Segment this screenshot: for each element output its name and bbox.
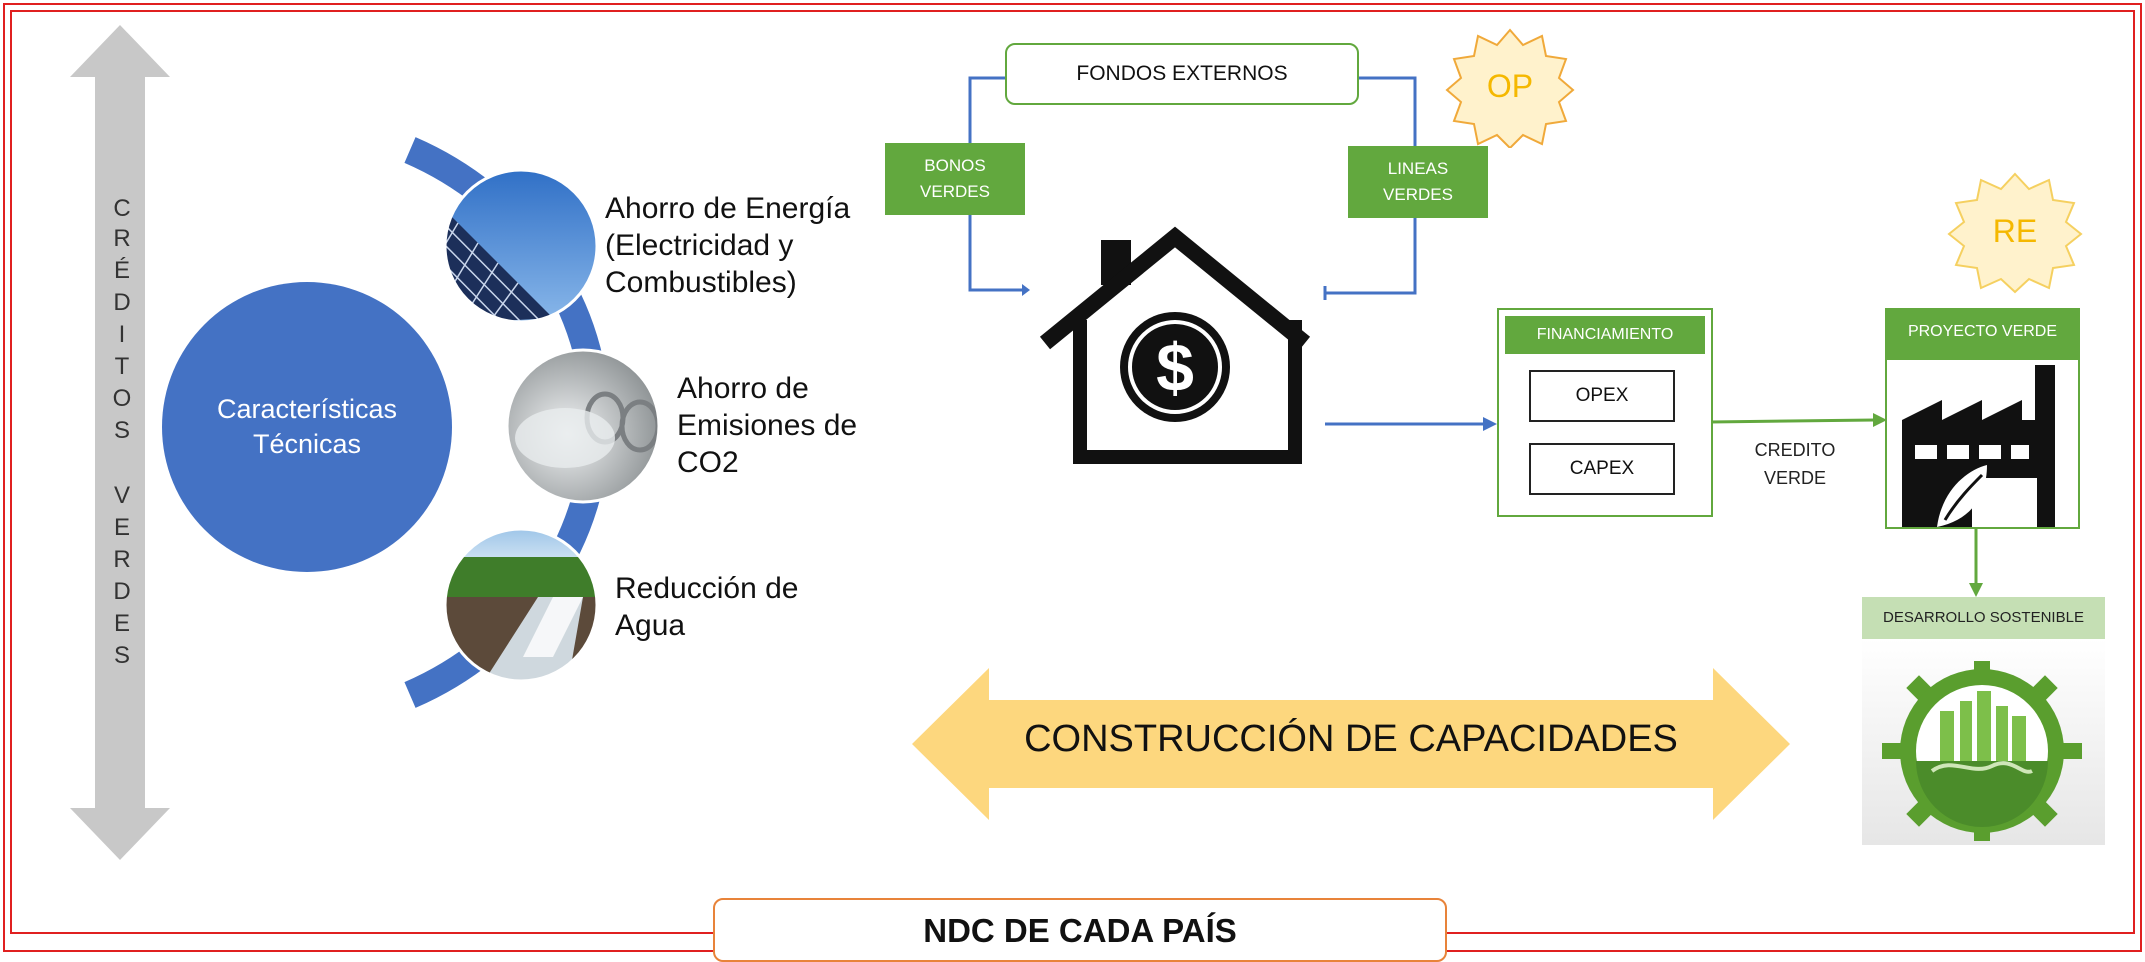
desarrollo-sostenible-box: DESARROLLO SOSTENIBLE: [1862, 597, 2105, 845]
house-dollar-icon: $: [1039, 226, 1311, 464]
fondos-externos-label: FONDOS EXTERNOS: [1076, 62, 1288, 85]
bonos-verdes-box: BONOS VERDES: [885, 143, 1025, 215]
proyecto-verde-box: PROYECTO VERDE: [1885, 308, 2080, 529]
op-seal: [1445, 28, 1575, 148]
creditos-verdes-arrow: [70, 25, 170, 860]
green-earth-gear-icon: [1882, 661, 2082, 841]
capacidades-arrow: [912, 668, 1790, 820]
opex-box: OPEX: [1529, 370, 1675, 422]
financiamiento-box: FINANCIAMIENTO OPEX CAPEX: [1497, 308, 1713, 517]
water-image: [443, 527, 599, 683]
caracteristicas-circle: Características Técnicas: [162, 282, 452, 572]
op-seal-label: OP: [1486, 68, 1534, 104]
bullet-ahorro-emisiones: Ahorro de Emisiones de CO2: [677, 372, 858, 479]
desarrollo-sostenible-title: DESARROLLO SOSTENIBLE: [1862, 597, 2105, 639]
svg-text:$: $: [1156, 330, 1194, 406]
bullet-ahorro-energia: Ahorro de Energía (Electricidad y Combus…: [605, 192, 851, 299]
fondos-externos-box: FONDOS EXTERNOS: [1005, 43, 1359, 105]
circle-line-1: Características: [216, 394, 398, 424]
solar-panel-image: [443, 168, 599, 324]
capacidades-label: CONSTRUCCIÓN DE CAPACIDADES: [1024, 718, 1678, 760]
financiamiento-title: FINANCIAMIENTO: [1505, 316, 1705, 354]
credito-verde-label: CREDITO VERDE: [1754, 440, 1836, 488]
re-seal-label: RE: [1992, 213, 2038, 249]
capex-box: CAPEX: [1529, 443, 1675, 495]
proyecto-verde-title: PROYECTO VERDE: [1887, 310, 2078, 360]
re-seal: [1947, 172, 2083, 294]
bullet-reduccion-agua: Reducción de Agua: [615, 572, 799, 642]
ndc-box: NDC DE CADA PAÍS: [713, 898, 1447, 962]
ndc-label: NDC DE CADA PAÍS: [923, 912, 1237, 949]
emissions-image: [505, 348, 661, 504]
factory-leaf-icon: [1902, 365, 2055, 527]
circle-line-2: Técnicas: [252, 429, 362, 459]
lineas-verdes-box: LINEAS VERDES: [1348, 146, 1488, 218]
